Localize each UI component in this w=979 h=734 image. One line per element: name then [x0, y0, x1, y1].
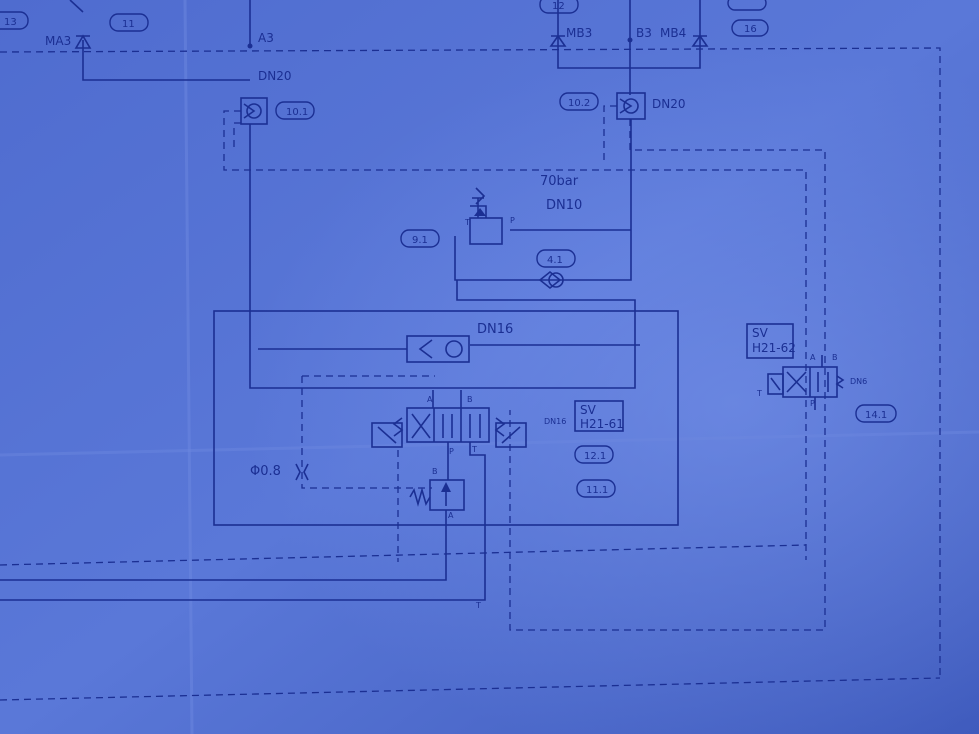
- right-pilot-dashed: [603, 105, 617, 160]
- paper-fold-vertical: [183, 0, 194, 734]
- main-line-a: [249, 124, 636, 389]
- top-right-lines: [557, 0, 701, 95]
- svg-text:13: 13: [4, 17, 17, 28]
- port-t-center: T: [471, 445, 477, 454]
- pressure-valve-outlet: [0, 510, 447, 581]
- port-b-lower: B: [432, 467, 438, 476]
- svg-text:10.1: 10.1: [286, 107, 308, 118]
- svg-text:H21-61: H21-61: [580, 417, 624, 431]
- tag-13: 13: [0, 11, 29, 30]
- check-valve-dn16: [406, 335, 470, 363]
- label-b3: B3: [636, 26, 652, 40]
- right-drain-dashed: [509, 119, 826, 631]
- label-dn6: DN6: [850, 377, 867, 386]
- relief-port-t: T: [464, 218, 470, 227]
- tag-4-1: 4.1: [536, 249, 576, 268]
- label-mb4: MB4: [660, 26, 686, 40]
- label-70bar: 70bar: [540, 174, 579, 189]
- label-sv-h21-61: SV H21-61: [574, 400, 624, 432]
- ma3-symbol: [74, 34, 92, 49]
- valve-12-1-lines: [0, 390, 486, 601]
- label-sv-h21-62: SV H21-62: [746, 323, 796, 359]
- svg-text:SV: SV: [752, 326, 769, 340]
- left-drain-dashed: [233, 122, 241, 150]
- relief-port-p: P: [510, 216, 515, 225]
- label-a3: A3: [258, 31, 274, 45]
- port-b-right: B: [832, 353, 838, 362]
- orifice-symbol: [295, 463, 309, 481]
- label-orifice: Φ0.8: [250, 464, 281, 479]
- tag-14-1: 14.1: [855, 404, 897, 423]
- mb3-symbol: [549, 34, 567, 47]
- pressure-valve-11-1: [409, 479, 465, 511]
- tag-12-1: 12.1: [574, 445, 614, 464]
- label-dn16-small: DN16: [544, 417, 566, 426]
- main-line-b: [454, 119, 632, 281]
- dn16-line: [258, 344, 640, 350]
- tag-11-1: 11.1: [576, 479, 616, 498]
- label-dn20-right: DN20: [652, 97, 686, 111]
- tag-10-2: 10.2: [559, 92, 599, 111]
- left-pilot-dashed: [223, 110, 807, 560]
- tag-11: 11: [109, 13, 149, 32]
- label-dn10: DN10: [546, 198, 582, 213]
- label-mb3: MB3: [566, 26, 592, 40]
- svg-text:SV: SV: [580, 403, 597, 417]
- tag-12: 12: [539, 0, 579, 14]
- port-p-center: P: [449, 447, 454, 456]
- port-t-bottom: T: [475, 601, 481, 610]
- tag-9-1: 9.1: [400, 229, 440, 248]
- paper-fold-horizontal: [0, 430, 979, 457]
- label-dn16: DN16: [477, 322, 513, 337]
- port-p-right: P: [810, 399, 815, 408]
- tag-10-1: 10.1: [275, 101, 315, 120]
- mb4-symbol: [691, 34, 709, 47]
- svg-text:9.1: 9.1: [412, 235, 428, 246]
- tag-16: 16: [731, 19, 769, 37]
- check-valve-4-1: [538, 270, 564, 290]
- svg-text:11.1: 11.1: [586, 485, 608, 496]
- port-b-center: B: [467, 395, 473, 404]
- label-ma3: MA3: [45, 34, 71, 48]
- directional-valve-14-1: [767, 366, 845, 398]
- port-a-right: A: [810, 353, 816, 362]
- outer-frame-dashed: [0, 47, 941, 701]
- relief-valve: [469, 187, 503, 245]
- top-left-lines: [69, 0, 251, 81]
- svg-text:11: 11: [122, 19, 135, 30]
- svg-text:4.1: 4.1: [547, 255, 563, 266]
- svg-text:H21-62: H21-62: [752, 341, 796, 355]
- pilot-lines-dashed: [0, 375, 807, 566]
- port-a-center: A: [427, 395, 433, 404]
- svg-text:10.2: 10.2: [568, 98, 590, 109]
- svg-text:12: 12: [552, 1, 565, 12]
- svg-text:12.1: 12.1: [584, 451, 606, 462]
- port-t-right: T: [756, 389, 762, 398]
- port-a-lower: A: [448, 511, 454, 520]
- valve-14-1-ports: [814, 355, 823, 410]
- label-dn20-left: DN20: [258, 69, 292, 83]
- svg-text:16: 16: [744, 24, 757, 35]
- svg-text:14.1: 14.1: [865, 410, 887, 421]
